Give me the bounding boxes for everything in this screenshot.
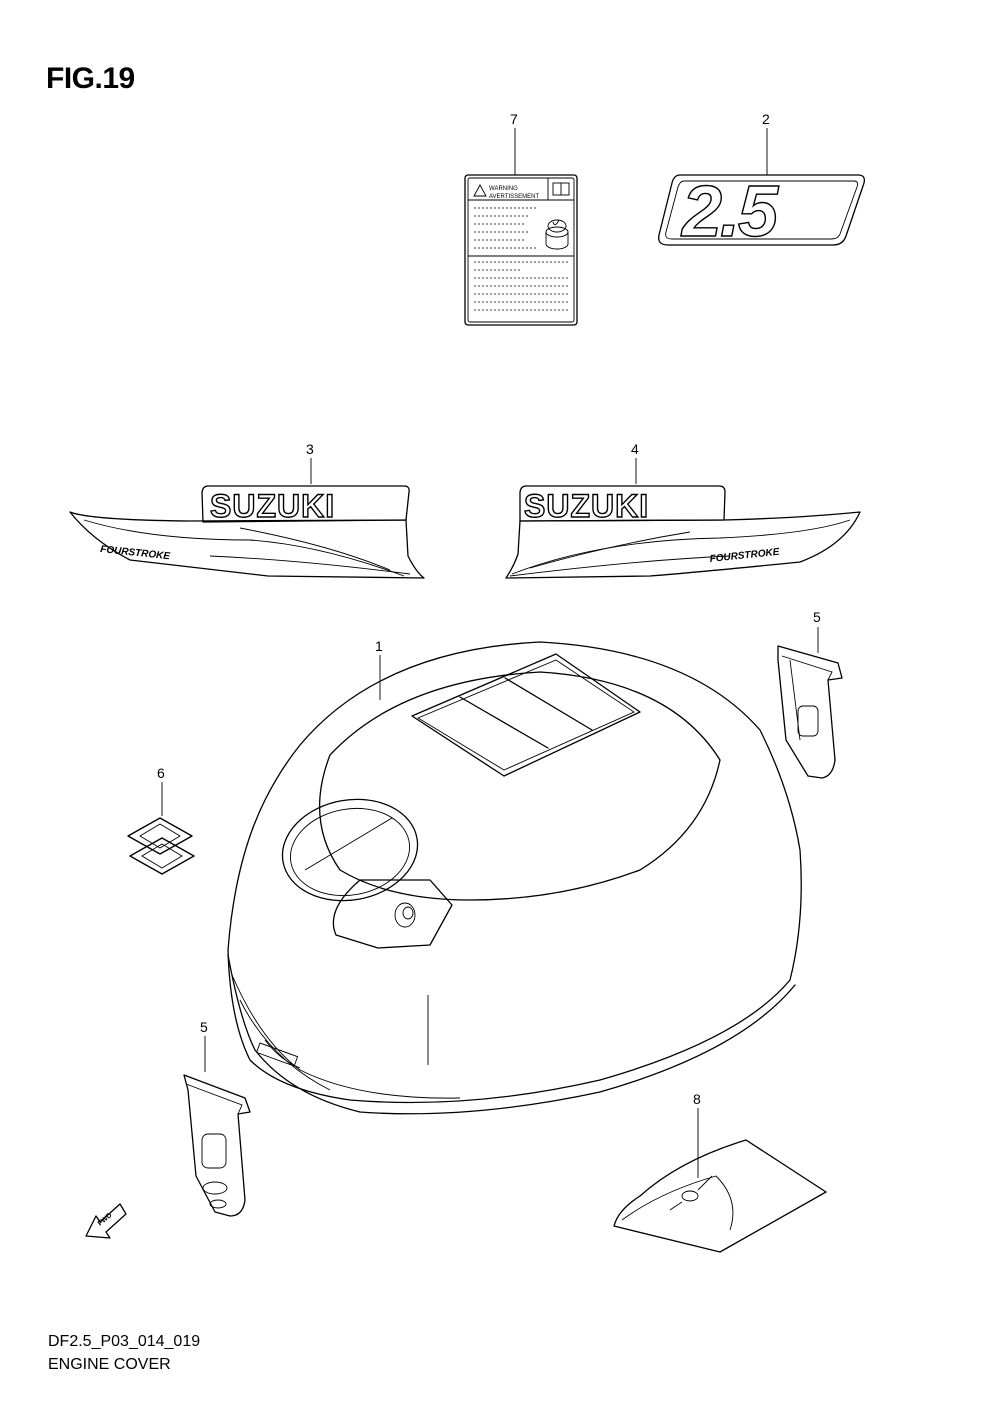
callout-2: 2 <box>762 111 770 127</box>
warning-label-line1: WARNING <box>489 186 518 192</box>
clip-right-part[interactable] <box>777 627 843 779</box>
diagram-name: ENGINE COVER <box>48 1356 171 1373</box>
fwd-direction-arrow: FWD <box>85 1203 127 1239</box>
callout-5-right: 5 <box>813 609 821 625</box>
brand-text-left: SUZUKI <box>210 488 335 524</box>
emblem-part[interactable] <box>127 782 195 875</box>
model-25-decal-part[interactable]: 2.5 <box>658 128 866 253</box>
callout-6: 6 <box>157 765 165 781</box>
callout-7: 7 <box>510 111 518 127</box>
figure-title: FIG.19 <box>46 62 135 95</box>
warning-label-line2: AVERTISSEMENT <box>489 194 539 200</box>
pad-part[interactable] <box>613 1108 827 1253</box>
warning-label-part[interactable]: WARNING AVERTISSEMENT <box>464 128 578 326</box>
callout-4: 4 <box>631 441 639 457</box>
callout-8: 8 <box>693 1091 701 1107</box>
callout-3: 3 <box>306 441 314 457</box>
engine-cover-part[interactable] <box>227 641 802 1115</box>
fwd-label: FWD <box>97 1212 114 1228</box>
brand-text-right: SUZUKI <box>524 488 649 524</box>
diagram-code: DF2.5_P03_014_019 <box>48 1333 201 1350</box>
suzuki-decal-right-part[interactable]: SUZUKI FOURSTROKE <box>505 458 861 579</box>
model-number-text: 2.5 <box>680 172 779 252</box>
clip-left-part[interactable] <box>183 1036 251 1217</box>
suzuki-decal-left-part[interactable]: SUZUKI FOURSTROKE <box>69 458 425 579</box>
callout-5-left: 5 <box>200 1019 208 1035</box>
fourstroke-text-left: FOURSTROKE <box>100 544 171 562</box>
fourstroke-text-right: FOURSTROKE <box>709 547 780 565</box>
callout-1: 1 <box>375 638 383 654</box>
